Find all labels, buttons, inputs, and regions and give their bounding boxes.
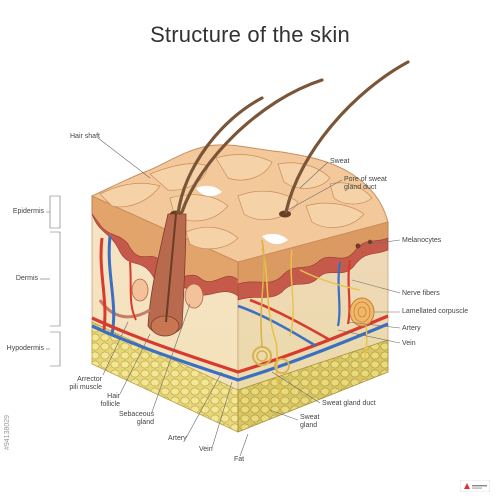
adobe-stock-logo-icon bbox=[460, 480, 490, 492]
label-sweat: Sweat bbox=[330, 158, 350, 165]
label-nerve-fibers: Nerve fibers bbox=[402, 290, 440, 297]
label-hair-follicle-1: Hair bbox=[107, 393, 120, 400]
label-hypodermis: Hypodermis bbox=[6, 345, 44, 352]
label-vein-bottom: Vein bbox=[199, 446, 213, 453]
label-dermis: Dermis bbox=[15, 275, 38, 282]
label-sebaceous-2: gland bbox=[136, 419, 154, 426]
blood-vessels bbox=[91, 235, 389, 382]
hair-shafts bbox=[176, 60, 410, 216]
label-lamellated-corpuscle: Lamellated corpuscle bbox=[402, 308, 469, 315]
right-face bbox=[237, 221, 389, 433]
stock-id: #94138029 bbox=[4, 414, 11, 450]
label-melanocytes: Melanocytes bbox=[402, 237, 442, 244]
label-sweat-gland-2: gland bbox=[300, 422, 318, 429]
nerve-fibers bbox=[261, 247, 368, 397]
label-vein-right: Vein bbox=[402, 340, 416, 347]
hair-follicle bbox=[98, 213, 204, 337]
lamellated-corpuscle bbox=[349, 297, 375, 327]
leader-lines bbox=[40, 137, 401, 457]
label-epidermis: Epidermis bbox=[12, 208, 44, 215]
label-artery-right: Artery bbox=[402, 325, 421, 332]
label-hair-shaft: Hair shaft bbox=[70, 133, 100, 140]
label-pore-1: Pore of sweat bbox=[344, 176, 387, 183]
label-sebaceous-1: Sebaceous bbox=[118, 411, 154, 418]
label-arrector-1: Arrector bbox=[77, 376, 102, 383]
melanocytes bbox=[355, 239, 373, 249]
label-fat: Fat bbox=[234, 456, 245, 463]
label-artery-bottom: Artery bbox=[168, 435, 187, 442]
diagram-title: Structure of the skin bbox=[150, 22, 350, 47]
sweat-glands bbox=[252, 239, 290, 374]
label-arrector-2: pili muscle bbox=[69, 384, 102, 391]
label-sweat-gland-1: Sweat bbox=[300, 414, 320, 421]
label-pore-2: gland duct bbox=[344, 184, 377, 191]
label-hair-follicle-2: follicle bbox=[100, 401, 120, 408]
label-sweat-gland-duct: Sweat gland duct bbox=[322, 400, 376, 407]
